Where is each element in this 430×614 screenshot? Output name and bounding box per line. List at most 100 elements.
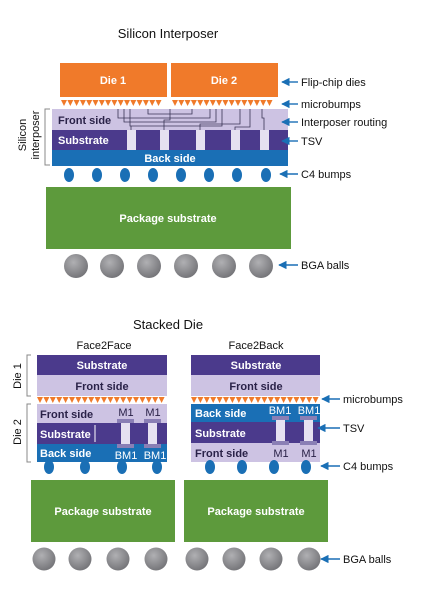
f2f-microbumps: [37, 397, 165, 403]
microbump: [242, 397, 249, 403]
f2b-m1-pad: [272, 441, 289, 445]
microbump: [120, 397, 127, 403]
microbump: [136, 100, 143, 106]
stacked-callout-bga-balls: BGA balls: [343, 554, 392, 566]
stacked-callout-tsv: TSV: [343, 423, 365, 435]
tsv-column: [260, 130, 269, 150]
interposer-package-substrate-label: Package substrate: [119, 213, 216, 225]
microbump: [210, 397, 217, 403]
microbump: [184, 100, 191, 106]
stacked-die2-label: Die 2: [12, 419, 24, 445]
f2f-tsv: [148, 421, 157, 446]
microbump: [260, 100, 267, 106]
microbump: [209, 100, 216, 106]
f2b-m1b-label: M1: [301, 448, 316, 460]
microbump: [287, 397, 293, 403]
f2b-front-side-label: Front side: [195, 448, 248, 460]
die2-label: Die 2: [211, 75, 237, 87]
f2f-substrate: [37, 423, 167, 444]
f2f-bm1a-label: BM1: [115, 450, 138, 462]
stacked-bga-balls: [32, 547, 321, 571]
stacked-callout-c4-bumps: C4 bumps: [343, 461, 394, 473]
c4-bump: [148, 168, 158, 182]
microbump: [107, 397, 114, 403]
c4-bump: [64, 168, 74, 182]
microbump: [280, 397, 287, 403]
interposer-front-side-label: Front side: [58, 115, 111, 127]
microbump: [56, 397, 63, 403]
microbump: [261, 397, 268, 403]
microbump: [293, 397, 300, 403]
f2f-back-side-label: Back side: [40, 448, 91, 460]
stacked-die1-label: Die 1: [12, 363, 24, 389]
f2f-bm1b-label: BM1: [144, 450, 167, 462]
c4-bump: [44, 460, 54, 474]
f2f-m1a-label: M1: [118, 407, 133, 419]
stacked-die1-bracket: [26, 354, 31, 397]
c4-bump: [204, 168, 214, 182]
microbump: [247, 100, 254, 106]
f2b-top-front-side: [191, 375, 320, 396]
bga-ball: [222, 547, 246, 571]
microbump: [155, 100, 162, 106]
microbump: [111, 100, 118, 106]
bga-ball: [144, 547, 168, 571]
f2b-m1a-label: M1: [273, 448, 288, 460]
callout-interposer-routing: Interposer routing: [301, 117, 387, 129]
bga-ball: [259, 547, 283, 571]
microbump: [248, 397, 255, 403]
face2face-title: Face2Face: [76, 340, 131, 352]
die2-block: [171, 63, 278, 97]
microbump: [312, 397, 319, 403]
microbump: [124, 100, 130, 106]
microbump: [142, 100, 149, 106]
microbump: [266, 100, 273, 106]
microbump: [149, 100, 156, 106]
microbump: [37, 397, 43, 403]
f2f-top-substrate-label: Substrate: [77, 360, 128, 372]
microbump: [172, 100, 178, 106]
bga-ball: [32, 547, 56, 571]
microbump: [241, 100, 248, 106]
microbump: [126, 397, 133, 403]
f2f-top-front-side: [37, 375, 167, 396]
face2back-title: Face2Back: [228, 340, 284, 352]
callout-bga-balls: BGA balls: [301, 260, 350, 272]
f2b-microbumps: [191, 397, 319, 403]
c4-bump: [120, 168, 130, 182]
interposer-back-side-layer: [52, 150, 288, 166]
microbump: [178, 100, 185, 106]
callout-flipchip-dies: Flip-chip dies: [301, 77, 366, 89]
c4-bump: [269, 460, 279, 474]
bga-ball: [106, 547, 130, 571]
microbump: [299, 397, 306, 403]
microbump: [229, 397, 236, 403]
microbump: [253, 100, 260, 106]
f2b-bm1a-label: BM1: [269, 405, 292, 417]
microbump: [113, 397, 120, 403]
c4-bump: [117, 460, 127, 474]
bga-ball: [68, 547, 92, 571]
f2f-m1-pad: [117, 419, 134, 423]
stacked-callout-microbumps: microbumps: [343, 394, 403, 406]
microbump: [216, 100, 223, 106]
die1-label: Die 1: [100, 75, 126, 87]
f2b-top-front-side-label: Front side: [229, 381, 282, 393]
callout-c4-bumps: C4 bumps: [301, 169, 352, 181]
microbump: [101, 397, 107, 403]
f2b-substrate: [191, 422, 320, 443]
c4-bump: [301, 460, 311, 474]
microbump: [255, 397, 261, 403]
microbump: [98, 100, 105, 106]
bga-ball: [212, 254, 236, 278]
f2b-top-substrate-label: Substrate: [231, 360, 282, 372]
tsv-column: [160, 130, 169, 150]
f2b-package-substrate-label: Package substrate: [207, 506, 304, 518]
microbump: [130, 100, 137, 106]
microbump: [223, 397, 229, 403]
microbump: [105, 100, 112, 106]
f2f-bm1-pad: [144, 444, 161, 448]
stacked-c4-bumps: [44, 460, 311, 474]
c4-bump: [152, 460, 162, 474]
